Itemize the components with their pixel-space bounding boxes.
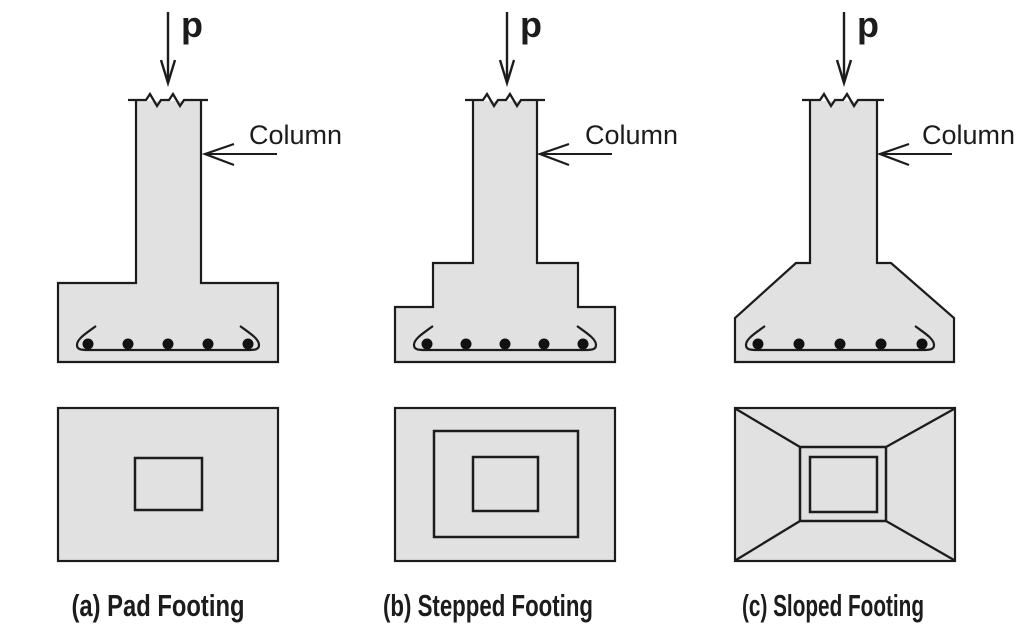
caption-stepped-footing: (b) Stepped Footing	[383, 588, 593, 623]
rebar-dot	[875, 338, 887, 350]
footing-plan	[56, 406, 280, 563]
rebar-dot	[202, 338, 214, 350]
panel-stepped-footing: p Column (b) Stepped Footing	[383, 4, 678, 623]
rebar-dot	[82, 338, 94, 350]
column-plan	[471, 455, 540, 513]
column-break-line	[128, 91, 208, 109]
rebar-dot	[242, 338, 254, 350]
panel-sloped-footing: p Column (c) Sloped Footing	[733, 4, 1015, 623]
arrow-left-icon	[536, 142, 570, 167]
column-label: Column	[585, 120, 678, 150]
column-callout: Column	[201, 120, 342, 167]
column-plan	[808, 455, 879, 514]
rebar-dot	[122, 338, 134, 350]
arrow-left-icon	[876, 142, 910, 167]
rebar-dot	[499, 338, 511, 350]
rebar-with-hooks	[744, 325, 936, 352]
rebar-dot	[460, 338, 472, 350]
column-break-line	[802, 91, 884, 109]
column-label: Column	[922, 120, 1015, 150]
footing-plan	[733, 406, 957, 563]
panel-pad-footing: p Column (a) Pad Footing	[56, 4, 342, 623]
rebar-dot	[162, 338, 174, 350]
load-arrow-down-icon	[159, 12, 177, 88]
footing-elevation	[56, 101, 280, 364]
load-label: p	[857, 4, 879, 45]
rebar-with-hooks	[75, 325, 261, 352]
rebar-dot	[834, 338, 846, 350]
load-arrow-down-icon	[835, 12, 853, 88]
rebar-dot	[916, 338, 928, 350]
column-label: Column	[249, 120, 342, 150]
step-plan	[432, 429, 580, 539]
load-label: p	[520, 4, 542, 45]
rebar-dots	[421, 338, 589, 350]
column-plan	[133, 456, 204, 512]
rebar-with-hooks	[412, 325, 598, 352]
load-arrow-down-icon	[498, 12, 516, 88]
slope-top-plan	[798, 445, 888, 523]
column-break-line	[465, 91, 545, 109]
footing-elevation	[733, 101, 956, 364]
rebar-dots	[752, 338, 928, 350]
caption-pad-footing: (a) Pad Footing	[72, 588, 245, 623]
slope-plan-diagonals	[735, 407, 955, 561]
footing-elevation	[393, 101, 617, 364]
column-callout: Column	[876, 120, 1015, 167]
load-label: p	[181, 4, 203, 45]
caption-sloped-footing: (c) Sloped Footing	[742, 588, 924, 623]
rebar-dot	[421, 338, 433, 350]
rebar-dot	[577, 338, 589, 350]
rebar-dot	[752, 338, 764, 350]
rebar-dot	[538, 338, 550, 350]
column-callout: Column	[536, 120, 678, 167]
rebar-dots	[82, 338, 254, 350]
arrow-left-icon	[201, 142, 235, 167]
rebar-dot	[793, 338, 805, 350]
